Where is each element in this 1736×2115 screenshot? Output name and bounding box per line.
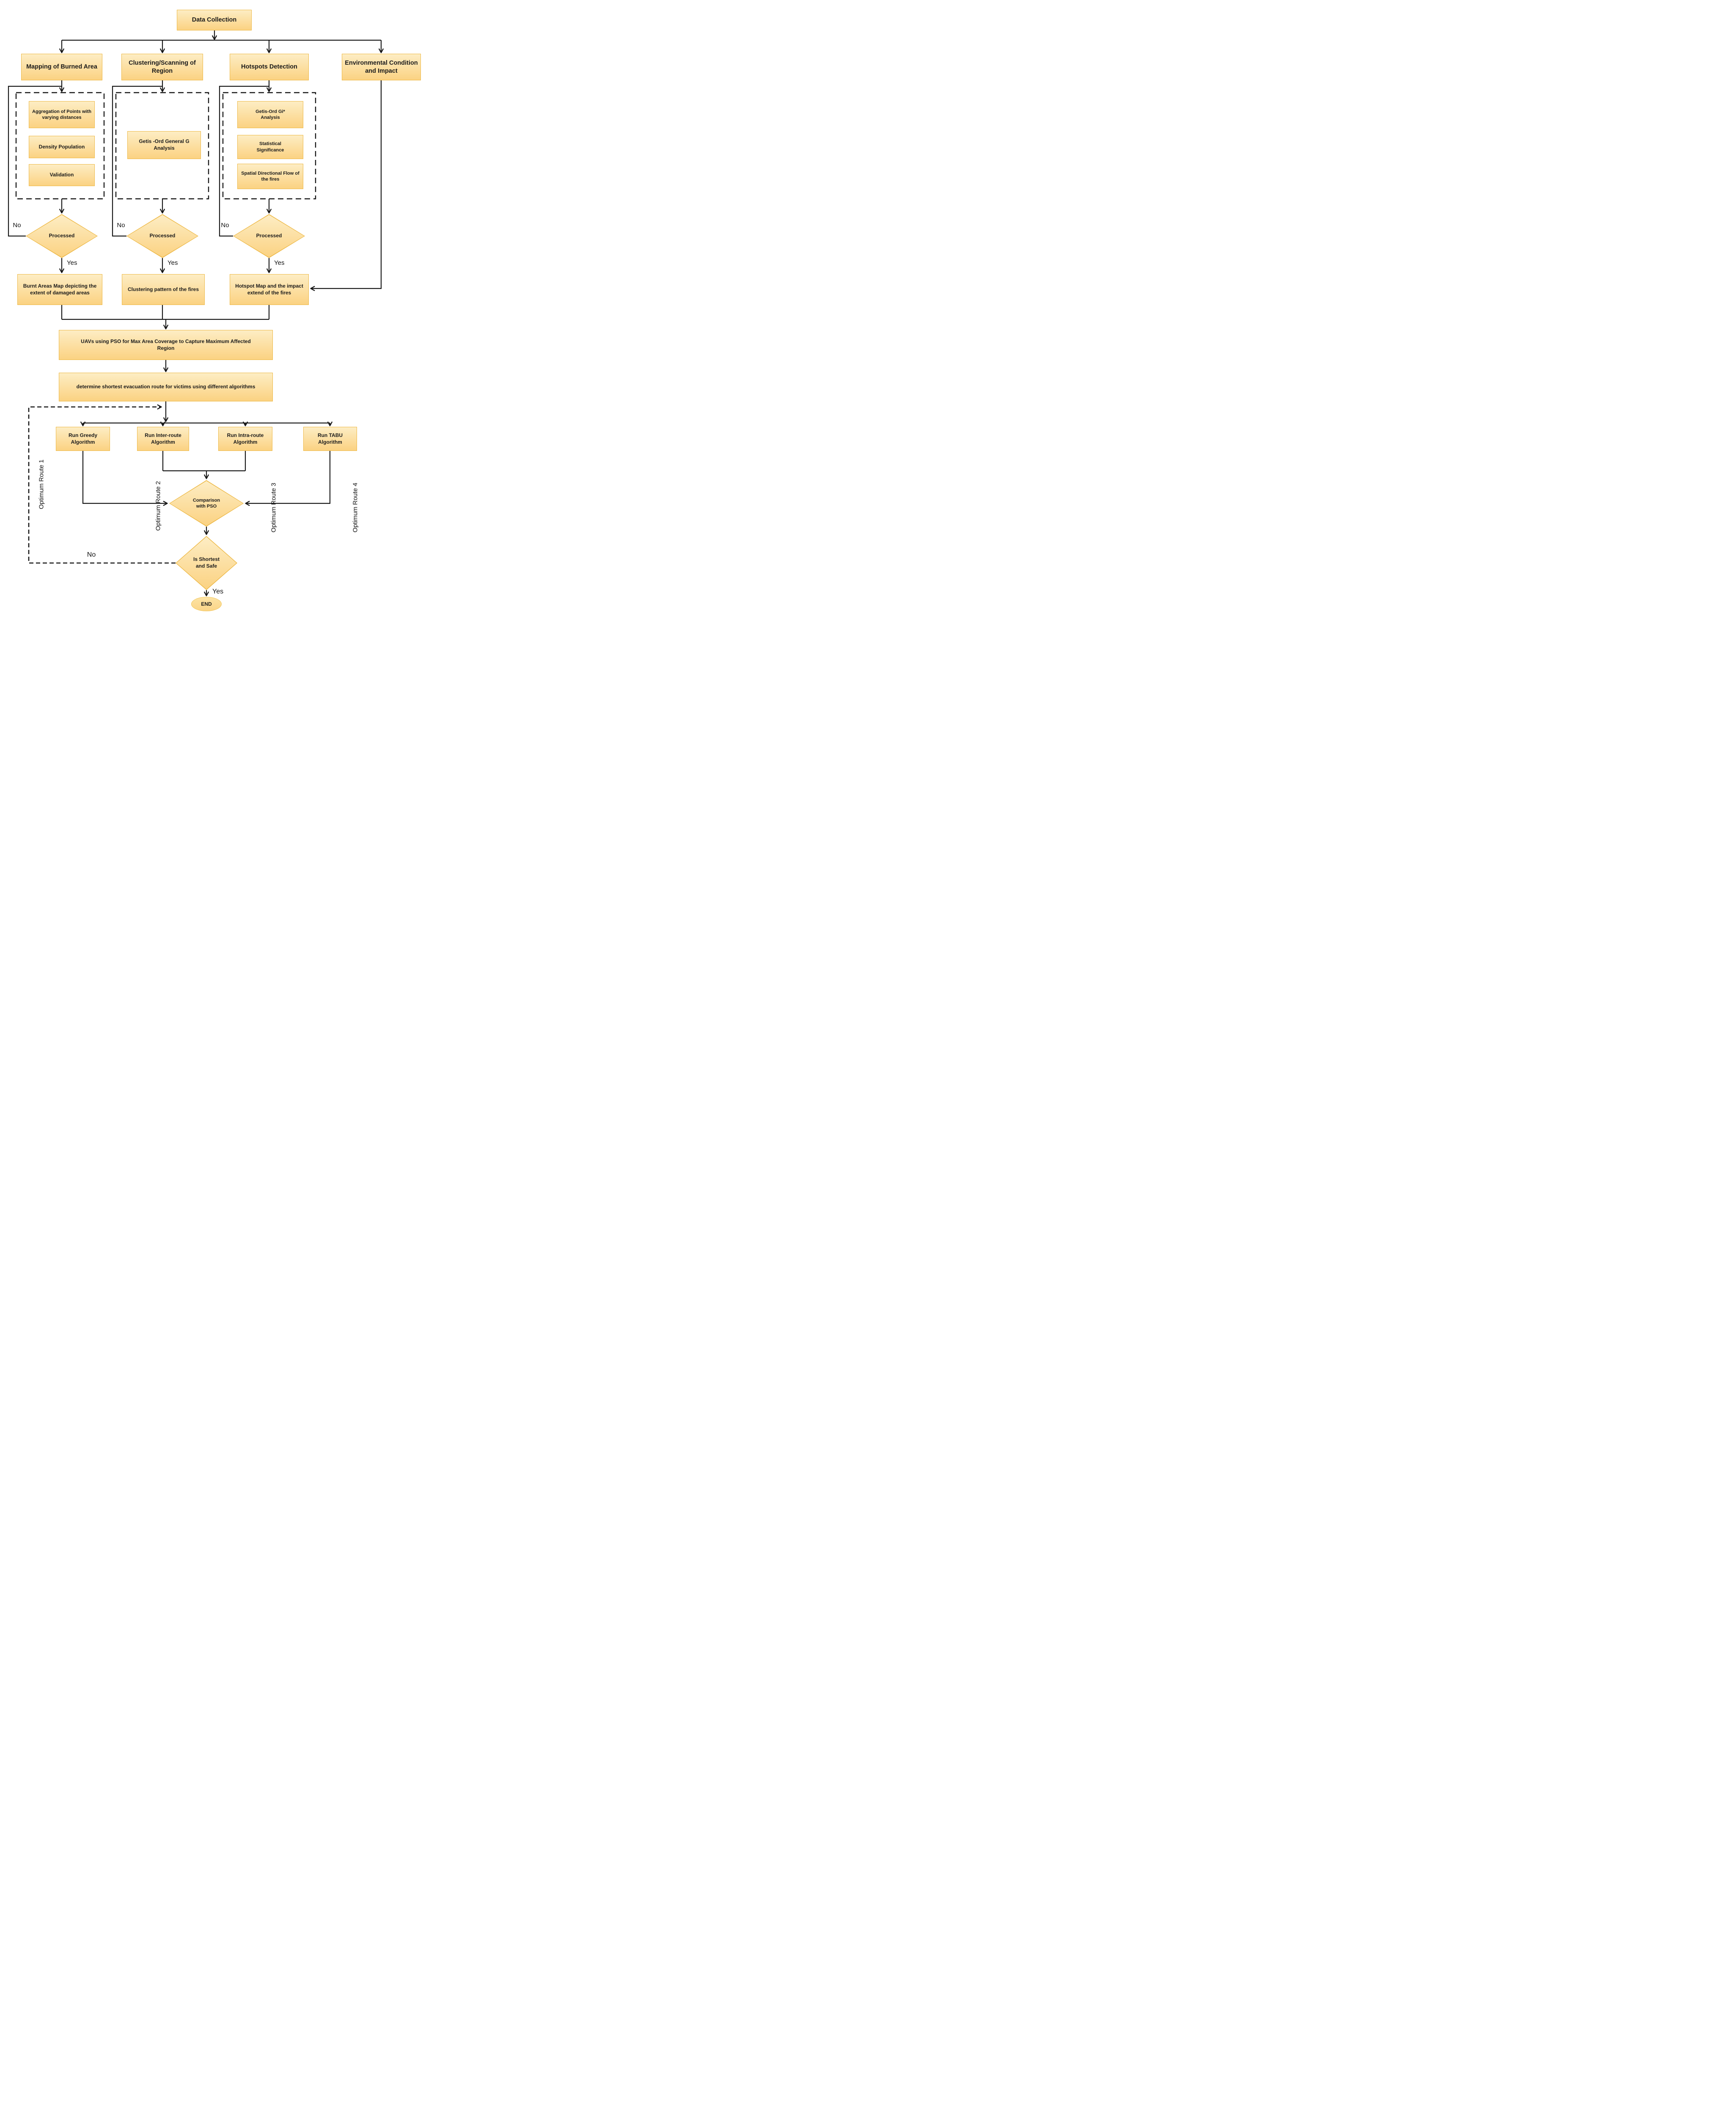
label-no-mapping: No	[13, 222, 21, 229]
step-aggregation: Aggregation of Points with varying dista…	[29, 101, 95, 128]
label-no-clustering: No	[117, 222, 125, 229]
step-validation-label: Validation	[49, 172, 74, 178]
decision-processed-clustering: Processed	[126, 214, 198, 258]
decision-is-shortest-safe-label: Is Shortest and Safe	[193, 556, 220, 569]
header-environmental: Environmental Condition and Impact	[342, 54, 421, 80]
header-environmental-label: Environmental Condition and Impact	[345, 59, 418, 74]
process-uav-pso-label: UAVs using PSO for Max Area Coverage to …	[81, 338, 251, 351]
process-evacuation-route-label: determine shortest evacuation route for …	[76, 384, 255, 390]
label-yes-clustering: Yes	[168, 259, 178, 266]
result-clustering-pattern-label: Clustering pattern of the fires	[127, 286, 199, 292]
step-spatial-flow-label: Spatial Directional Flow of the fires	[241, 170, 299, 182]
algo-inter-route: Run Inter-route Algorithm	[137, 427, 189, 451]
result-clustering-pattern: Clustering pattern of the fires	[122, 274, 205, 305]
header-hotspots: Hotspots Detection	[230, 54, 309, 80]
header-clustering: Clustering/Scanning of Region	[121, 54, 203, 80]
step-getis-gi: Getis-Ord Gi* Analysis	[237, 101, 303, 128]
result-hotspot-map-label: Hotspot Map and the impact extend of the…	[235, 283, 303, 296]
algo-tabu-label: Run TABU Algorithm	[317, 432, 343, 445]
algo-greedy: Run Greedy Algorithm	[56, 427, 110, 451]
edge-no-loop-3	[219, 85, 269, 237]
decision-processed-hotspots: Processed	[233, 214, 305, 258]
end-node: END	[191, 597, 222, 611]
label-yes-hotspots: Yes	[274, 259, 285, 266]
flowchart-canvas: Data Collection Mapping of Burned Area C…	[0, 0, 434, 615]
step-density-population: Density Population	[29, 136, 95, 158]
label-no-final: No	[87, 551, 96, 558]
decision-processed-clustering-label: Processed	[149, 233, 176, 239]
decision-processed-mapping-label: Processed	[49, 233, 75, 239]
header-hotspots-label: Hotspots Detection	[241, 63, 297, 71]
process-uav-pso: UAVs using PSO for Max Area Coverage to …	[59, 330, 273, 360]
label-optimum-route-2: Optimum Route 2	[154, 481, 162, 531]
end-label: END	[201, 601, 212, 607]
result-hotspot-map: Hotspot Map and the impact extend of the…	[230, 274, 309, 305]
step-getis-general-g: Getis -Ord General G Analysis	[127, 131, 201, 159]
algo-greedy-label: Run Greedy Algorithm	[68, 432, 97, 445]
label-yes-final: Yes	[212, 588, 224, 595]
edge-greedy-to-comparison	[82, 451, 167, 503]
label-optimum-route-4: Optimum Route 4	[352, 483, 359, 533]
algo-tabu: Run TABU Algorithm	[303, 427, 357, 451]
process-evacuation-route: determine shortest evacuation route for …	[59, 373, 273, 401]
step-aggregation-label: Aggregation of Points with varying dista…	[32, 109, 91, 120]
step-validation: Validation	[29, 164, 95, 186]
decision-comparison-pso-label: Comparison with PSO	[192, 497, 220, 509]
decision-processed-hotspots-label: Processed	[256, 233, 282, 239]
edge-no-loop-2	[112, 85, 162, 237]
step-getis-general-g-label: Getis -Ord General G Analysis	[139, 138, 190, 151]
step-statistical-significance-label: Statistical Significance	[256, 141, 284, 153]
step-spatial-flow: Spatial Directional Flow of the fires	[237, 164, 303, 189]
header-mapping: Mapping of Burned Area	[21, 54, 102, 80]
result-burnt-areas: Burnt Areas Map depicting the extent of …	[17, 274, 102, 305]
label-optimum-route-3: Optimum Route 3	[270, 483, 277, 533]
step-density-population-label: Density Population	[38, 143, 85, 150]
algo-intra-route-label: Run Intra-route Algorithm	[227, 432, 264, 445]
step-statistical-significance: Statistical Significance	[237, 135, 303, 159]
edge-no-loop-1	[8, 85, 62, 237]
edge-tabu-to-comparison	[246, 451, 331, 503]
algo-inter-route-label: Run Inter-route Algorithm	[145, 432, 181, 445]
connector-layer	[8, 30, 434, 615]
start-node: Data Collection	[177, 10, 252, 30]
step-getis-gi-label: Getis-Ord Gi* Analysis	[255, 109, 285, 120]
label-no-hotspots: No	[221, 222, 229, 229]
edge-no-feedback-loop	[28, 407, 176, 564]
decision-comparison-pso: Comparison with PSO	[169, 480, 244, 527]
algo-intra-route: Run Intra-route Algorithm	[218, 427, 272, 451]
header-mapping-label: Mapping of Burned Area	[26, 63, 97, 71]
decision-processed-mapping: Processed	[26, 214, 98, 258]
start-label: Data Collection	[192, 16, 237, 24]
edge-environmental-to-hotspot-map	[311, 80, 382, 288]
label-optimum-route-1: Optimum Route 1	[38, 459, 45, 509]
label-yes-mapping: Yes	[67, 259, 77, 266]
result-burnt-areas-label: Burnt Areas Map depicting the extent of …	[23, 283, 97, 296]
decision-is-shortest-safe: Is Shortest and Safe	[176, 536, 237, 590]
header-clustering-label: Clustering/Scanning of Region	[129, 59, 196, 74]
